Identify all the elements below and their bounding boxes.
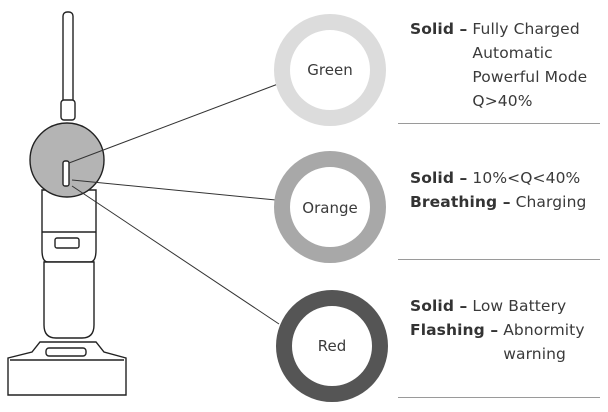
divider-2 [398, 259, 600, 260]
value-text: warning [503, 345, 566, 363]
ring-red-circle [276, 290, 388, 402]
ring-orange-label: Orange [302, 199, 357, 217]
state-label: Solid – [410, 20, 468, 38]
ring-green-circle [274, 14, 386, 126]
value-text: Charging [515, 193, 587, 211]
value-text: Fully Charged [472, 20, 580, 38]
state-label: Flashing – [410, 321, 499, 339]
state-values: 10%<Q<40% [472, 166, 580, 190]
device-led-light [62, 160, 70, 187]
orange-description: Solid – 10%<Q<40% Breathing – Charging [410, 166, 586, 214]
ring-orange-circle [274, 151, 386, 263]
ring-green: Green [274, 14, 386, 126]
red-description: Solid – Low Battery Flashing – Abnormity… [410, 294, 585, 366]
divider-1 [398, 123, 600, 124]
state-label: Breathing – [410, 193, 511, 211]
brush-head-detail [45, 347, 87, 357]
callout-lines [68, 83, 280, 325]
vacuum-cleaner-illustration [7, 11, 127, 396]
main-body [41, 189, 97, 263]
value-text: Abnormity [503, 321, 585, 339]
callout-line-orange [71, 179, 277, 201]
orange-breathing-row: Breathing – Charging [410, 190, 586, 214]
value-text: Low Battery [472, 297, 567, 315]
state-values: Low Battery [472, 294, 566, 318]
brush-head [7, 341, 127, 396]
value-text: Q>40% [472, 92, 533, 110]
water-tank [43, 261, 95, 339]
body-button [54, 237, 80, 249]
handle-neck [60, 99, 76, 121]
divider-3 [398, 397, 600, 398]
ring-green-label: Green [307, 61, 352, 79]
green-description: Solid – Fully Charged Automatic Powerful… [410, 17, 587, 113]
ring-red: Red [276, 290, 388, 402]
ring-red-label: Red [318, 337, 347, 355]
value-text: Powerful Mode [472, 68, 588, 86]
state-values: Abnormity warning [503, 318, 584, 366]
value-text: Automatic [472, 44, 553, 62]
callout-line-red [71, 185, 280, 325]
callout-line-green [68, 83, 279, 164]
device-display-circle [29, 122, 105, 198]
state-label: Solid – [410, 297, 468, 315]
red-flashing-row: Flashing – Abnormity warning [410, 318, 585, 366]
value-text: 10%<Q<40% [472, 169, 581, 187]
state-values: Charging [516, 190, 587, 214]
red-solid-row: Solid – Low Battery [410, 294, 585, 318]
handle-pole [62, 11, 74, 108]
green-solid-row: Solid – Fully Charged Automatic Powerful… [410, 17, 587, 113]
orange-solid-row: Solid – 10%<Q<40% [410, 166, 586, 190]
state-label: Solid – [410, 169, 468, 187]
state-values: Fully Charged Automatic Powerful Mode Q>… [472, 17, 587, 113]
ring-orange: Orange [274, 151, 386, 263]
